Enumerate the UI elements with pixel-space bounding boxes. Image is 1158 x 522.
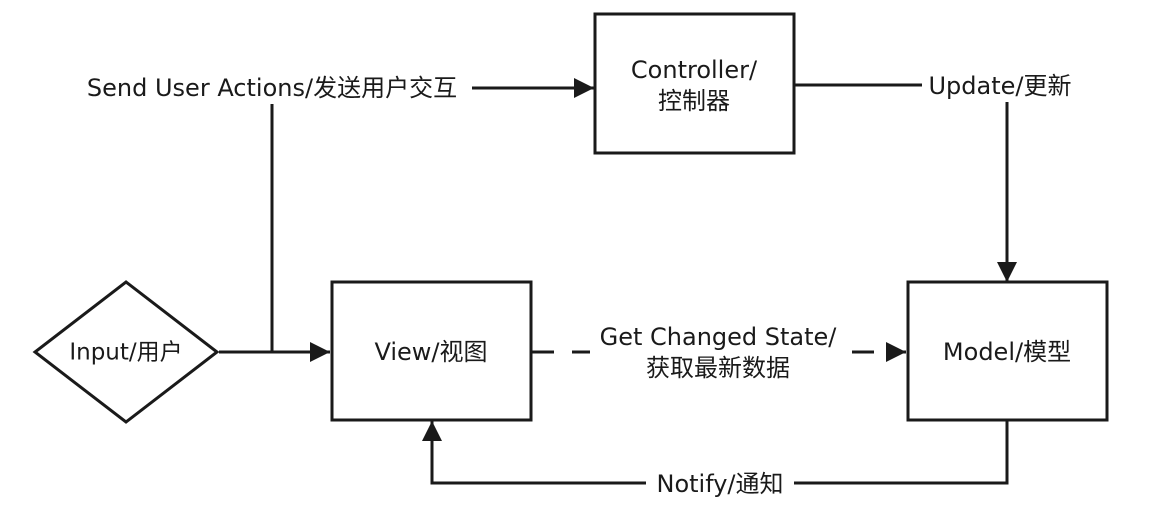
controller-node-label-line1: Controller/: [631, 56, 758, 84]
send-user-actions-label-bg: [72, 72, 472, 104]
controller-node-box: [593, 12, 796, 155]
notify-label-bg: [646, 468, 794, 500]
get-changed-state-label-line1: Get Changed State/: [600, 323, 838, 351]
input-node-diamond: [32, 280, 220, 424]
model-node-label: Model/模型: [943, 338, 1071, 366]
view-node-box: [330, 280, 533, 422]
view-node-label: View/视图: [374, 338, 487, 366]
controller-node-label-line2: 控制器: [658, 87, 730, 115]
update-label-bg: [922, 70, 1082, 102]
get-changed-state-label-bg: [590, 322, 846, 384]
edge-update: [795, 83, 1017, 282]
input-node-label: Input/用户: [69, 340, 182, 366]
notify-label: Notify/通知: [656, 470, 783, 498]
get-changed-state-label-line2: 获取最新数据: [646, 354, 790, 382]
send-user-actions-label: Send User Actions/发送用户交互: [87, 74, 457, 102]
model-node-box: [906, 280, 1109, 422]
update-label: Update/更新: [928, 72, 1071, 100]
